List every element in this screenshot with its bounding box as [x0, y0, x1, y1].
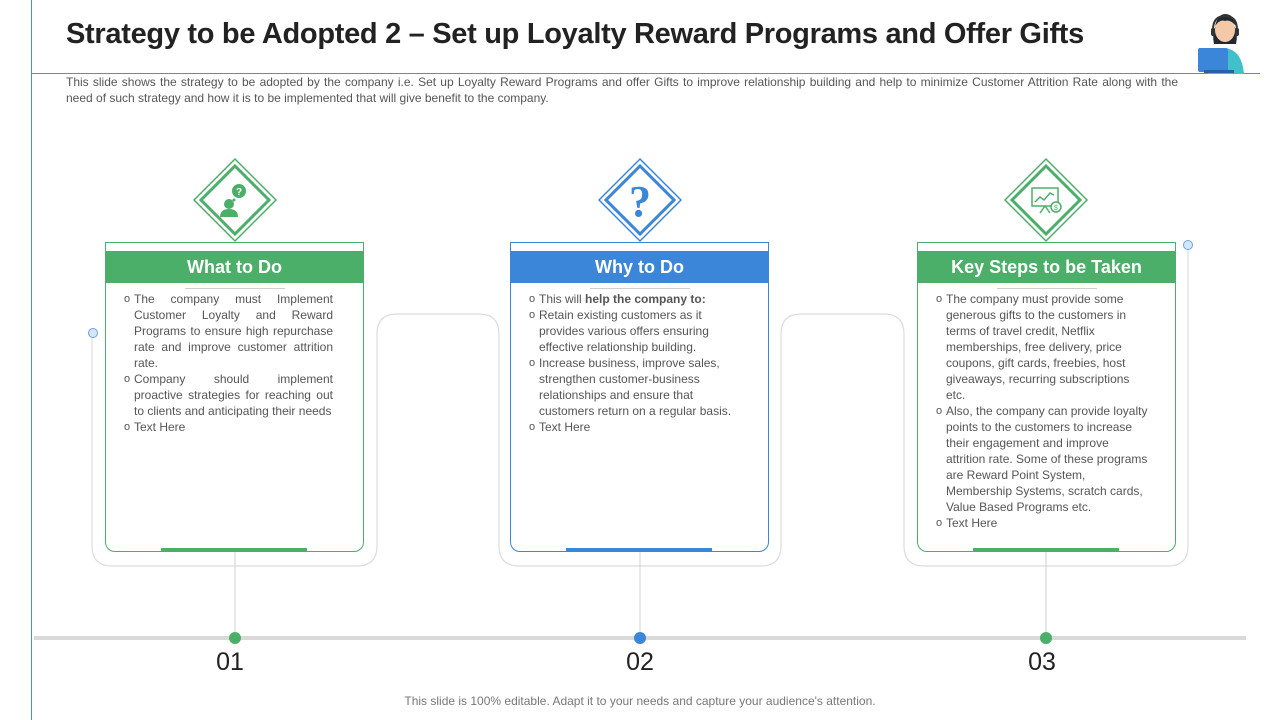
- question-mark-icon: ?: [629, 177, 651, 226]
- list-item: This will help the company to:: [529, 291, 734, 307]
- card-body: The company must provide some generous g…: [936, 291, 1148, 531]
- timeline-dot-2: [634, 632, 646, 644]
- list-item: Increase business, improve sales, streng…: [529, 355, 734, 419]
- what-diamond: ?: [192, 157, 278, 243]
- intro-text: This will: [539, 292, 585, 306]
- list-item: Also, the company can provide loyalty po…: [936, 403, 1148, 515]
- timeline-dot-3: [1040, 632, 1052, 644]
- card-what-to-do: What to Do The company must Implement Cu…: [105, 242, 364, 552]
- timeline-dot-1: [229, 632, 241, 644]
- card-body: The company must Implement Customer Loya…: [124, 291, 333, 435]
- list-item: Retain existing customers as it provides…: [529, 307, 734, 355]
- card-foot-bar: [161, 548, 307, 552]
- key-steps-diamond: $: [1003, 157, 1089, 243]
- intro-bold-text: help the company to:: [585, 292, 706, 306]
- card-foot-bar: [566, 548, 712, 552]
- card-foot-bar: [973, 548, 1119, 552]
- list-item: Text Here: [529, 419, 734, 435]
- slide-footer-note: This slide is 100% editable. Adapt it to…: [0, 694, 1280, 708]
- card-header: What to Do: [105, 251, 364, 283]
- step-number: 01: [200, 648, 260, 677]
- list-item: Text Here: [124, 419, 333, 435]
- step-number: 02: [610, 648, 670, 677]
- svg-text:?: ?: [236, 187, 242, 198]
- list-item: Company should implement proactive strat…: [124, 371, 333, 419]
- header-divider: [997, 288, 1097, 289]
- card-why-to-do: Why to Do This will help the company to:…: [510, 242, 769, 552]
- list-item: The company must Implement Customer Loya…: [124, 291, 333, 371]
- step-number: 03: [1012, 648, 1072, 677]
- card-key-steps: Key Steps to be Taken The company must p…: [917, 242, 1176, 552]
- svg-text:$: $: [1054, 205, 1058, 212]
- header-divider: [590, 288, 690, 289]
- why-diamond: ?: [597, 157, 683, 243]
- list-item: Text Here: [936, 515, 1148, 531]
- list-item: The company must provide some generous g…: [936, 291, 1148, 403]
- header-divider: [185, 288, 285, 289]
- card-header: Key Steps to be Taken: [917, 251, 1176, 283]
- card-header: Why to Do: [510, 251, 769, 283]
- card-body: This will help the company to: Retain ex…: [529, 291, 734, 435]
